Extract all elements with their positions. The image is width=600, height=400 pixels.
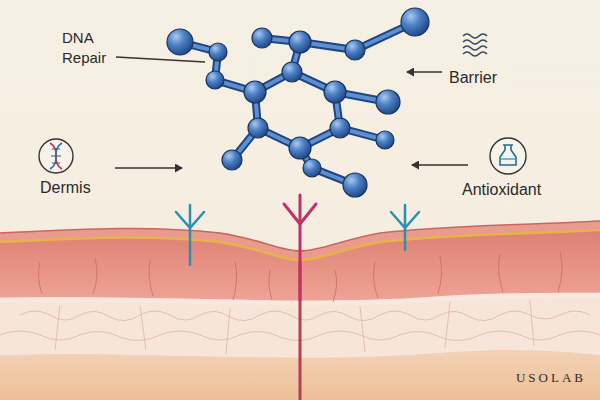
function-label: DNA Repair xyxy=(62,28,106,68)
function-label: Antioxidant xyxy=(462,180,541,200)
molecule-bonds-light xyxy=(180,22,415,185)
barrier-icon xyxy=(463,34,487,56)
dna-icon xyxy=(39,139,73,173)
molecule-bonds xyxy=(180,22,415,185)
watermark: USOLAB xyxy=(516,368,586,388)
molecule-atoms xyxy=(167,8,429,197)
function-label: Dermis xyxy=(40,178,91,198)
function-label: Barrier xyxy=(449,68,497,88)
leader-lines xyxy=(115,57,468,168)
penetration-arrows xyxy=(176,195,419,400)
antioxidant-icon xyxy=(490,138,526,174)
